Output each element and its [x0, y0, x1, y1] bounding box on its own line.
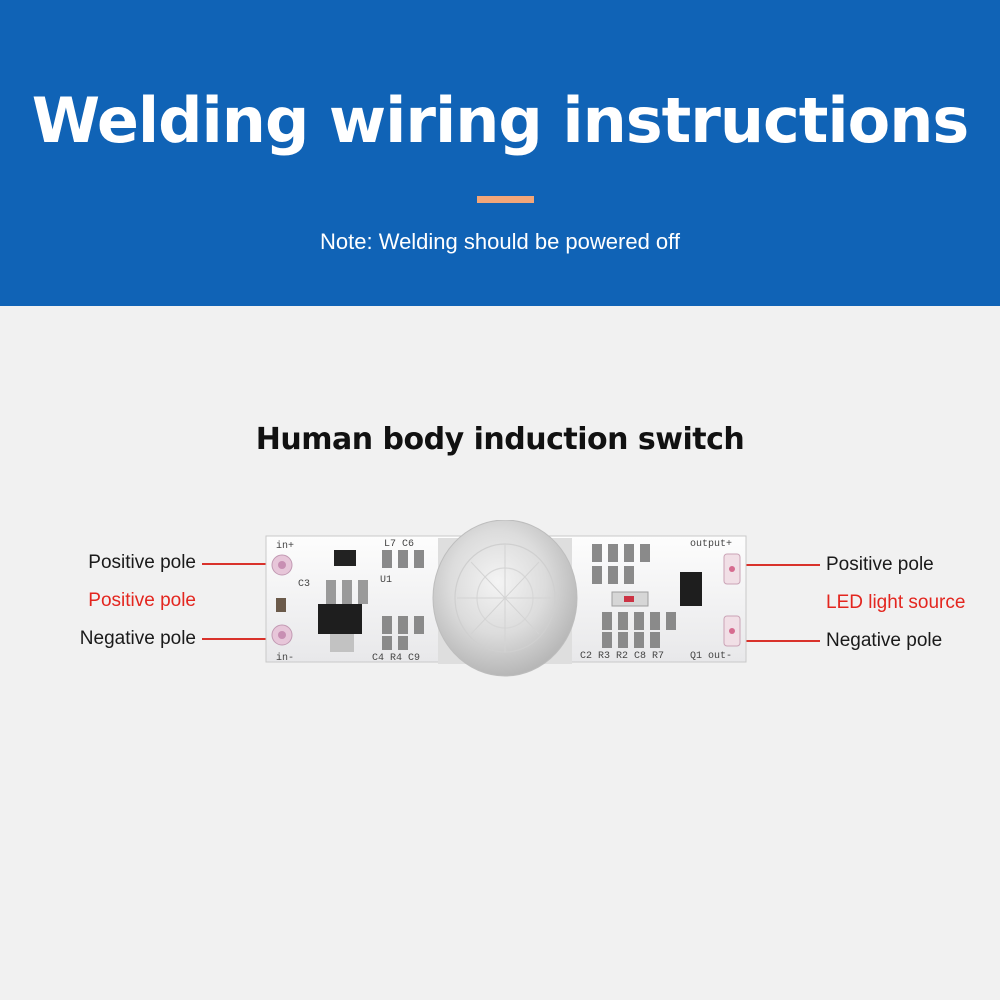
capacitor-c3	[276, 598, 286, 612]
label-left-positive-pole-red: Positive pole	[88, 590, 196, 611]
section-title: Human body induction switch	[255, 422, 745, 457]
mosfet-chip	[680, 572, 702, 606]
label-left-positive-pole: Positive pole	[88, 552, 196, 573]
right-smd-components	[592, 544, 676, 648]
header-banner	[0, 0, 1000, 306]
label-right-negative-pole: Negative pole	[826, 630, 943, 651]
silk-c4: C4 R4 C9	[372, 653, 420, 664]
silk-u1: U1	[380, 575, 392, 586]
ic-chip-left	[334, 550, 356, 566]
silk-output-plus: output+	[690, 539, 732, 550]
label-left-negative-pole: Negative pole	[79, 628, 196, 649]
sensor-board-illustration: in+ in- C3 U1 C4 R4 C9 L7 C6 output+ Q1 …	[265, 520, 747, 677]
leader-line-left-negative	[202, 638, 272, 640]
left-smd-components	[382, 550, 424, 650]
right-output-pads	[723, 553, 741, 647]
label-led-light-source: LED light source	[826, 592, 966, 613]
silk-c3: C3	[298, 579, 310, 590]
leader-line-left-positive	[202, 563, 272, 565]
silk-l7: L7 C6	[384, 539, 414, 550]
voltage-regulator	[318, 580, 368, 652]
leader-line-right-positive	[728, 564, 820, 566]
silk-output-minus: Q1 out-	[690, 651, 732, 662]
leader-line-right-negative	[728, 640, 820, 642]
left-input-pads	[271, 554, 293, 646]
label-right-positive-pole: Positive pole	[826, 554, 934, 575]
page-title: Welding wiring instructions	[31, 84, 970, 157]
welding-note: Note: Welding should be powered off	[320, 229, 680, 254]
pir-lens	[432, 520, 578, 677]
silk-in-minus: in-	[276, 652, 294, 664]
silk-c2: C2 R3 R2 C8 R7	[580, 651, 664, 662]
accent-divider	[477, 196, 534, 203]
silk-in-plus: in+	[276, 540, 294, 552]
